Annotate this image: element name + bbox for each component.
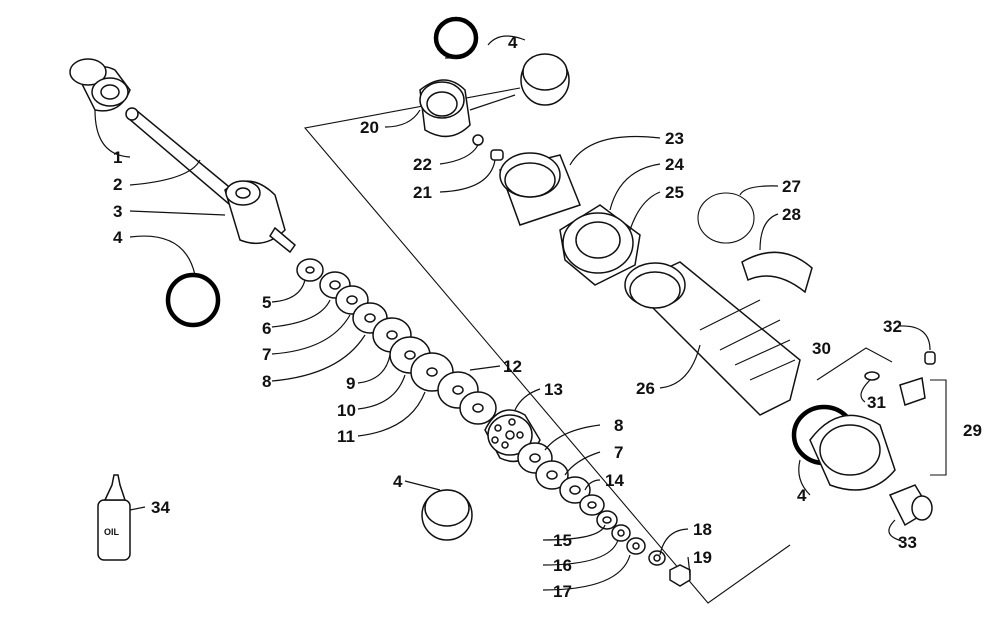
callout-33: 33: [898, 533, 917, 552]
wear-band-top: [520, 53, 570, 106]
callout-8-lower: 8: [614, 416, 623, 435]
oil-bottle-label: OIL: [104, 527, 120, 537]
callout-19: 19: [693, 548, 712, 567]
callout-3: 3: [113, 202, 122, 221]
callout-14: 14: [605, 471, 624, 490]
bearing-housing-part: [419, 79, 471, 138]
callout-28: 28: [782, 205, 801, 224]
callout-20: 20: [360, 118, 379, 137]
callout-31: 31: [867, 393, 886, 412]
screw-32: [924, 351, 936, 365]
callout-17: 17: [553, 582, 572, 601]
adjuster-nut-24-25: [559, 204, 641, 286]
bracket-29: [930, 379, 947, 476]
valve-group-bracket: [303, 87, 791, 604]
callout-11: 11: [337, 427, 355, 446]
callout-32: 32: [883, 317, 902, 336]
bushing-33: [888, 484, 933, 527]
shim-stack: [296, 258, 497, 425]
callout-18: 18: [693, 520, 712, 539]
callout-4-left: 4: [113, 228, 123, 247]
callout-4-reservoir: 4: [797, 486, 807, 505]
valve-core-31: [864, 371, 926, 406]
callout-1: 1: [113, 148, 122, 167]
callout-5: 5: [262, 293, 271, 312]
callout-7-upper: 7: [262, 345, 271, 364]
oil-bottle-part: [97, 474, 131, 561]
callout-24: 24: [665, 155, 684, 174]
body-26: [624, 261, 801, 416]
callout-4-top: 4: [508, 33, 518, 52]
callout-15: 15: [553, 531, 572, 550]
leader-lines: [94, 35, 931, 591]
valve-21: [490, 149, 504, 161]
callout-21: 21: [413, 183, 432, 202]
callout-25: 25: [665, 183, 684, 202]
callout-8-upper: 8: [262, 372, 271, 391]
callout-16: 16: [553, 556, 572, 575]
callout-26: 26: [636, 379, 655, 398]
callout-34: 34: [151, 498, 170, 517]
callout-22: 22: [413, 155, 432, 174]
callout-27: 27: [782, 177, 801, 196]
callout-9: 9: [346, 374, 355, 393]
shield-28: [741, 251, 813, 294]
shaft-body-part: [224, 180, 297, 254]
clip-27: [697, 192, 755, 244]
o-ring-left: [165, 272, 221, 328]
sleeve-23: [499, 152, 581, 226]
callout-13: 13: [544, 380, 563, 399]
clip-22: [472, 134, 484, 146]
callout-2: 2: [113, 175, 122, 194]
callout-4-lower: 4: [393, 472, 403, 491]
callout-23: 23: [665, 129, 684, 148]
callout-30: 30: [812, 339, 831, 358]
callout-7-lower: 7: [614, 443, 623, 462]
o-ring-top: [433, 16, 479, 60]
callout-29: 29: [963, 421, 982, 440]
callout-6: 6: [262, 319, 271, 338]
reservoir-end-cap: [809, 414, 896, 491]
reservoir-bracket: [816, 347, 893, 381]
callout-12: 12: [503, 357, 522, 376]
lower-shim-stack: [517, 442, 691, 587]
wear-band-lower: [421, 489, 473, 541]
callout-10: 10: [337, 401, 356, 420]
bumper-cap-part: [69, 58, 131, 112]
